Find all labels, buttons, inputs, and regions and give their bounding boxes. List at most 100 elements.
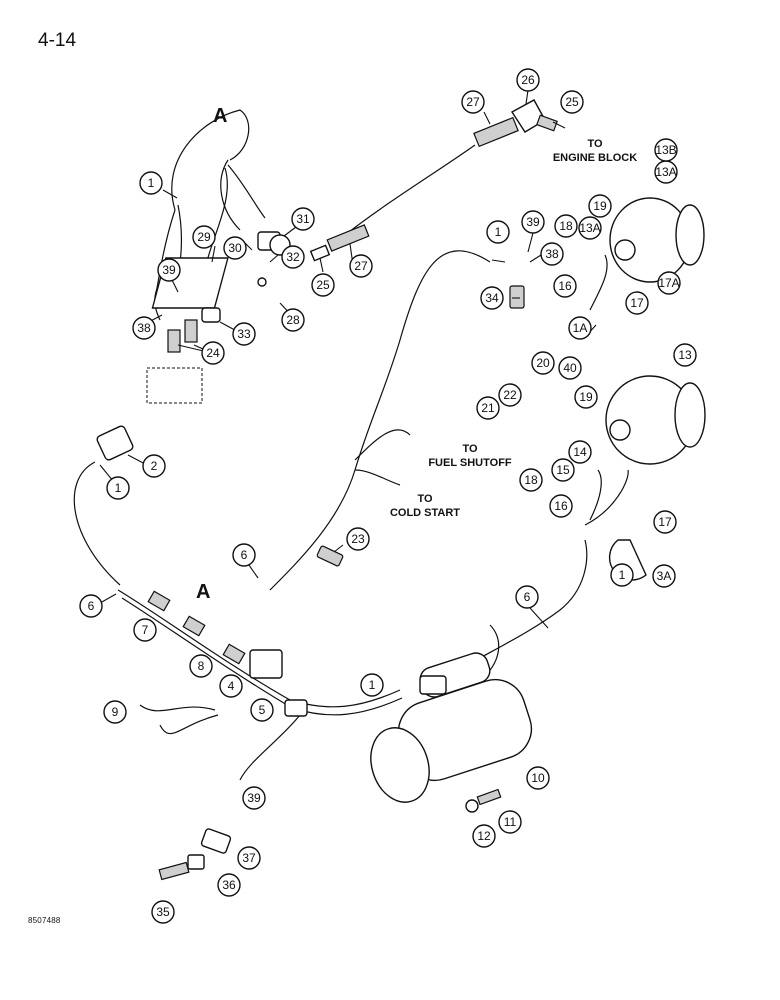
starter-motor [370,652,533,803]
callout-30: 30 [223,236,247,260]
svg-text:13A: 13A [579,221,600,235]
callout-1: 1 [139,171,163,195]
svg-text:10: 10 [531,771,545,785]
svg-text:TO: TO [417,493,433,505]
callout-6: 6 [232,543,256,567]
svg-text:8: 8 [198,659,205,673]
svg-text:1: 1 [115,481,122,495]
svg-text:2: 2 [151,459,158,473]
svg-text:18: 18 [559,219,573,233]
svg-text:31: 31 [296,212,310,226]
svg-text:39: 39 [247,791,261,805]
svg-text:18: 18 [524,473,538,487]
relay-37 [200,828,232,854]
svg-text:30: 30 [228,241,242,255]
hose-27-mid [326,224,370,252]
callout-17: 17 [653,510,677,534]
callout-38: 38 [540,242,564,266]
svg-text:14: 14 [573,445,587,459]
note-to-cold-start: TO COLD START [390,493,460,519]
svg-text:23: 23 [351,532,365,546]
svg-text:19: 19 [593,199,607,213]
svg-text:38: 38 [545,247,559,261]
main-harness-connectors [147,590,447,717]
callout-39: 39 [157,258,181,282]
svg-text:6: 6 [241,548,248,562]
callout-29: 29 [192,225,216,249]
svg-text:17: 17 [658,515,672,529]
svg-text:1: 1 [619,568,626,582]
callout-13: 13 [673,343,697,367]
callout-39: 39 [521,210,545,234]
svg-text:ENGINE BLOCK: ENGINE BLOCK [553,152,637,164]
svg-text:38: 38 [137,321,151,335]
svg-text:7: 7 [142,623,149,637]
sender-34 [509,285,525,309]
hose-27-top [473,116,519,148]
svg-text:3A: 3A [657,569,672,583]
callout-26: 26 [516,68,540,92]
svg-text:39: 39 [526,215,540,229]
svg-text:1: 1 [148,176,155,190]
svg-text:25: 25 [316,278,330,292]
page-number: 4-14 [38,30,77,51]
svg-text:29: 29 [197,230,211,244]
svg-text:1A: 1A [573,321,588,335]
svg-text:1: 1 [495,225,502,239]
svg-text:13A: 13A [655,165,676,179]
svg-text:TO: TO [462,443,478,455]
svg-text:32: 32 [286,250,300,264]
callout-12: 12 [472,824,496,848]
svg-text:11: 11 [504,815,517,829]
callout-35: 35 [151,900,175,924]
svg-text:37: 37 [242,851,256,865]
svg-text:13B: 13B [655,143,676,157]
callout-5: 5 [250,698,274,722]
svg-text:15: 15 [556,463,570,477]
callout-13b: 13B [654,138,678,162]
callout-17: 17 [625,291,649,315]
callout-27: 27 [461,90,485,114]
alternator-13 [605,375,706,465]
svg-text:19: 19 [579,390,593,404]
svg-text:21: 21 [481,401,495,415]
callout-40: 40 [558,356,582,380]
callout-34: 34 [480,286,504,310]
temperature-switch [201,307,221,323]
svg-text:1: 1 [369,678,376,692]
svg-text:12: 12 [477,829,491,843]
callout-17a: 17A [657,271,681,295]
callout-6: 6 [515,585,539,609]
svg-text:4: 4 [228,679,235,693]
callout-3a: 3A [652,564,676,588]
svg-text:22: 22 [503,388,517,402]
callout-36: 36 [217,873,241,897]
callout-2: 2 [142,454,166,478]
svg-text:34: 34 [485,291,499,305]
callout-1a: 1A [568,316,592,340]
callout-20: 20 [531,351,555,375]
svg-text:6: 6 [524,590,531,604]
callout-16: 16 [553,274,577,298]
svg-text:16: 16 [554,499,568,513]
svg-text:TO: TO [587,138,603,150]
callout-25: 25 [560,90,584,114]
callout-32: 32 [281,245,305,269]
callout-18: 18 [519,468,543,492]
fitting-25-mid [309,244,331,262]
callout-28: 28 [281,308,305,332]
connector-2 [96,425,134,461]
callout-33: 33 [232,322,256,346]
callout-11: 11 [498,810,522,834]
callout-10: 10 [526,766,550,790]
svg-text:24: 24 [206,346,220,360]
callout-1: 1 [106,476,130,500]
temperature-sender-23 [316,545,344,567]
callouts: 1 1 1 1 1 1 1A 2 3A 4 5 6 6 6 7 8 9 10 1… [79,68,697,924]
callout-21: 21 [476,396,500,420]
svg-text:13: 13 [678,348,692,362]
sensors-24 [167,319,198,353]
svg-text:5: 5 [259,703,266,717]
svg-text:35: 35 [156,905,170,919]
engine-block-reference [146,367,203,404]
